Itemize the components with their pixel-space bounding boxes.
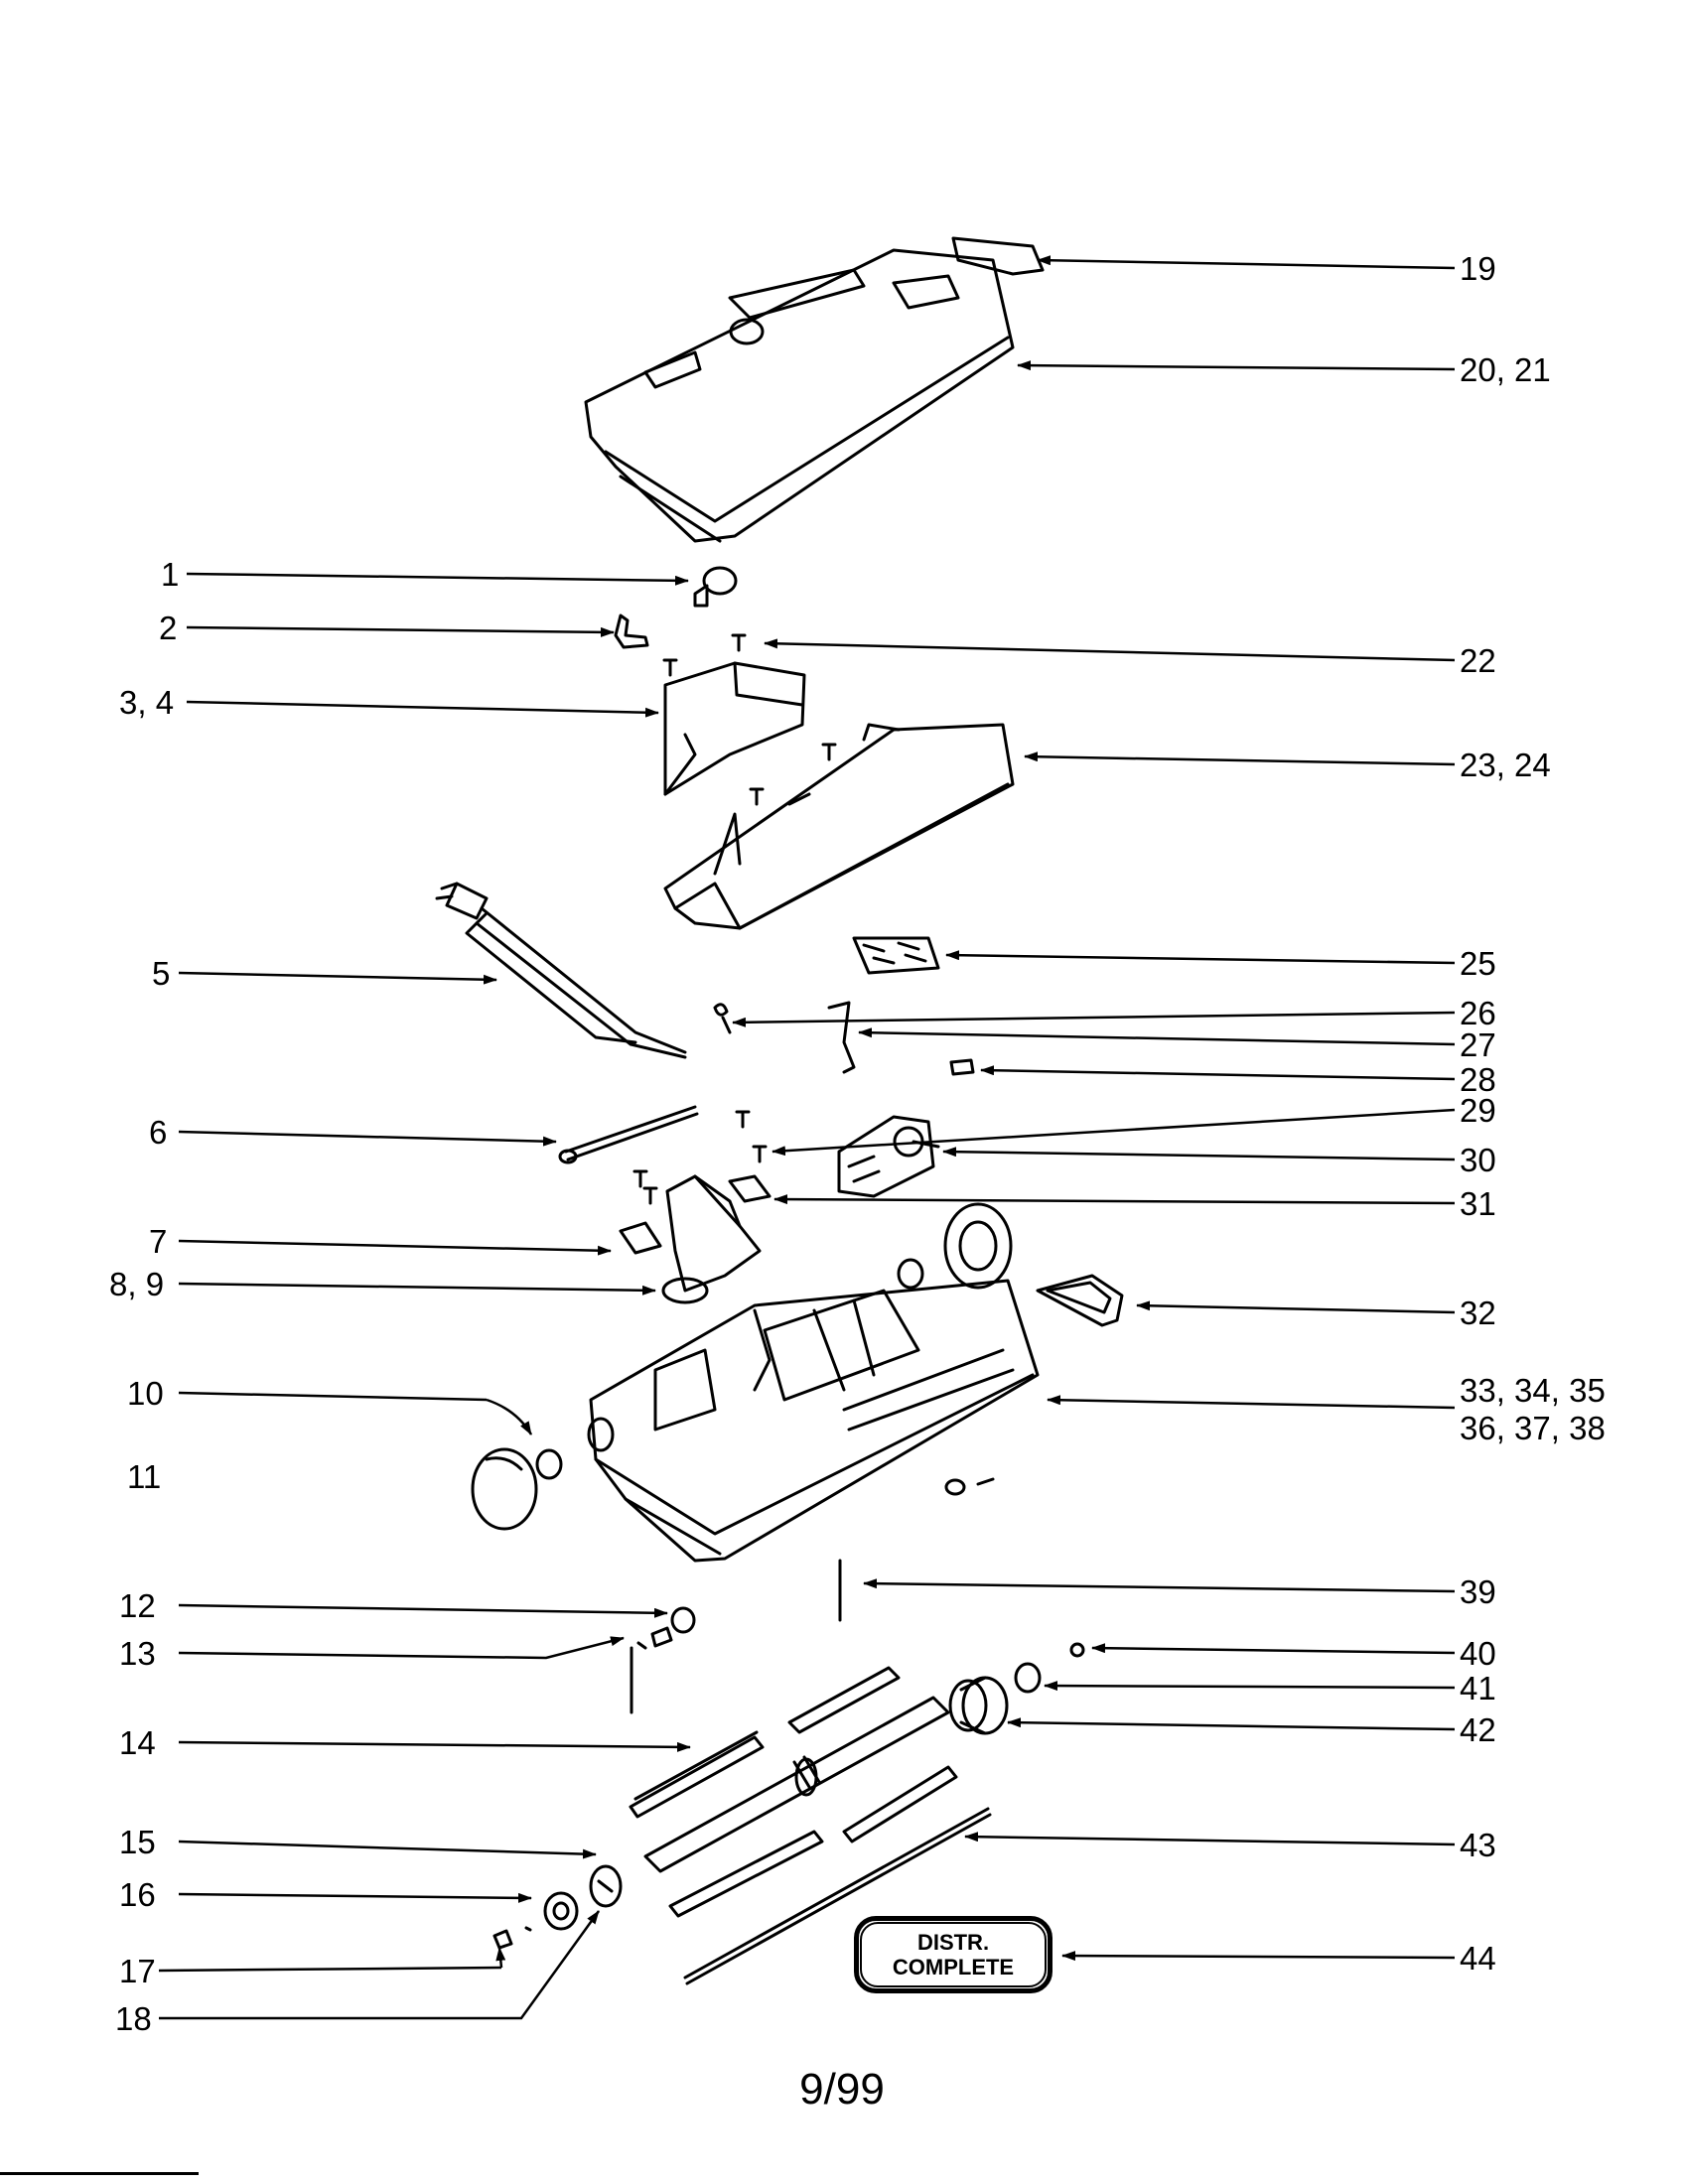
- callout-label-1: 1: [161, 556, 180, 593]
- part-28-bushing: [949, 1058, 975, 1076]
- part-42-end-cap: [948, 1676, 1009, 1735]
- brush-bar-right: [842, 1765, 958, 1843]
- callout-label-15: 15: [119, 1824, 156, 1860]
- distr-badge-inner-border: [860, 1922, 1047, 1987]
- part-31-switch: [728, 1174, 772, 1203]
- callout-label-25: 25: [1460, 945, 1496, 982]
- callout-label-42: 42: [1460, 1711, 1496, 1748]
- callout-label-41: 41: [1460, 1670, 1496, 1706]
- part-27-wire: [827, 1001, 856, 1074]
- callout-label-30: 30: [1460, 1142, 1496, 1178]
- callout-label-22: 22: [1460, 642, 1496, 679]
- part-40-dot: [1069, 1642, 1085, 1658]
- part-14-brush-strip: [629, 1730, 765, 1819]
- callout-label-33-35: 33, 34, 35: [1460, 1372, 1606, 1409]
- callout-label-3-4: 3, 4: [119, 684, 175, 721]
- callout-label-6: 6: [149, 1114, 168, 1151]
- callout-label-18: 18: [115, 2000, 152, 2037]
- part-1-bulb: [693, 566, 738, 608]
- callout-label-28: 28: [1460, 1061, 1496, 1098]
- part-16-bearing: [543, 1891, 579, 1931]
- part-12-washer: [670, 1606, 696, 1634]
- callout-label-36-38: 36, 37, 38: [1460, 1410, 1606, 1446]
- callout-label-14: 14: [119, 1724, 156, 1761]
- distr-badge-line2: COMPLETE: [892, 1955, 1015, 1979]
- callout-label-8-9: 8, 9: [109, 1266, 165, 1302]
- callout-label-31: 31: [1460, 1185, 1496, 1222]
- distr-badge-line1: DISTR.: [916, 1929, 990, 1955]
- part-fan-housing: [897, 1202, 1013, 1290]
- callout-label-32: 32: [1460, 1295, 1496, 1331]
- callout-label-7: 7: [149, 1223, 168, 1260]
- callout-label-10: 10: [127, 1375, 164, 1412]
- callout-label-27: 27: [1460, 1026, 1496, 1063]
- callout-label-23-24: 23, 24: [1460, 747, 1551, 783]
- part-10-washer: [535, 1448, 563, 1480]
- callout-leaders: [178, 255, 1456, 1962]
- part-17-nut: [492, 1926, 532, 1950]
- part-5-cord: [435, 882, 687, 1059]
- part-33-base: [587, 1279, 1040, 1563]
- callout-label-44: 44: [1460, 1940, 1496, 1977]
- callout-label-17: 17: [119, 1953, 156, 1989]
- callout-leaders-bent: [158, 1391, 625, 2020]
- callout-label-12: 12: [119, 1587, 156, 1624]
- part-7-latch: [619, 1221, 662, 1255]
- part-26-spring: [713, 1003, 732, 1034]
- callout-label-40: 40: [1460, 1635, 1496, 1672]
- part-18-end-piece: [589, 1864, 623, 1908]
- callout-label-29: 29: [1460, 1092, 1496, 1129]
- callout-label-39: 39: [1460, 1573, 1496, 1610]
- part-30-motor: [837, 1115, 940, 1198]
- screws-upper: [632, 633, 837, 1205]
- part-3-bracket: [663, 661, 806, 796]
- callout-label-43: 43: [1460, 1827, 1496, 1863]
- part-8-socket: [661, 1174, 762, 1304]
- part-41-washer: [1014, 1662, 1042, 1694]
- callout-label-26: 26: [1460, 995, 1496, 1031]
- callout-label-11: 11: [127, 1458, 162, 1495]
- callout-label-20-21: 20, 21: [1460, 351, 1551, 388]
- brush-bar-bottom: [668, 1830, 824, 1918]
- page-date: 9/99: [799, 2065, 885, 2114]
- callout-label-13: 13: [119, 1635, 156, 1672]
- part-32-belt: [1036, 1274, 1124, 1327]
- callout-label-2: 2: [159, 610, 178, 646]
- part-23-bumper: [663, 723, 1015, 930]
- callout-label-5: 5: [152, 955, 171, 992]
- part-15-roller: [643, 1696, 950, 1873]
- part-11-wheel: [471, 1447, 538, 1531]
- part-43-rod: [683, 1807, 992, 1985]
- callout-label-19: 19: [1460, 250, 1496, 287]
- distr-complete-badge: DISTR. COMPLETE: [854, 1916, 1052, 1993]
- part-2-clip: [614, 614, 649, 649]
- part-20-hood: [584, 248, 1015, 543]
- bottom-rule: [0, 2172, 199, 2175]
- part-6-rod: [558, 1105, 699, 1164]
- part-25-pad: [852, 936, 940, 975]
- callout-label-16: 16: [119, 1876, 156, 1913]
- brush-bar-top: [787, 1666, 901, 1734]
- part-13-nut: [636, 1626, 673, 1650]
